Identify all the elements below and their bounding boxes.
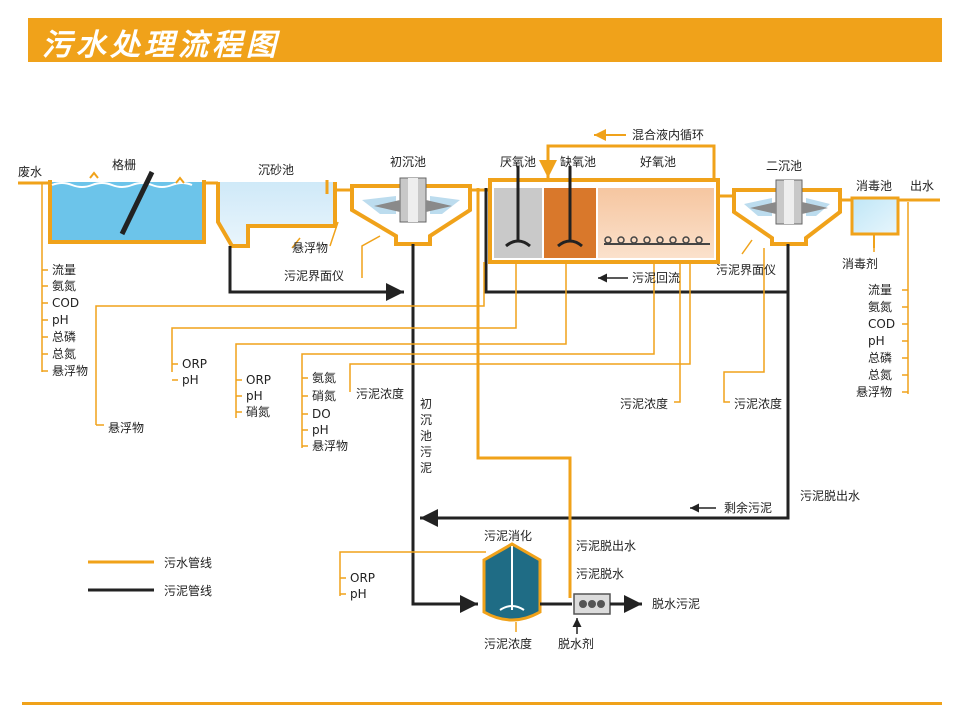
grit-chamber [216,180,337,248]
instrument-leader-lines [41,184,909,632]
label-screen: 格栅 [112,157,136,172]
aerobic-param-list: 氨氮 硝氮 DO pH 悬浮物 [312,370,348,453]
outlet-param: pH [868,334,885,348]
aerobic-param: 硝氮 [312,388,336,403]
inlet-param: 总磷 [52,329,76,344]
label-anaerobic: 厌氧池 [500,155,536,169]
label-anoxic: 缺氧池 [560,154,596,169]
aerobic-param: pH [312,423,329,437]
label-sludge-conc-digester: 污泥浓度 [484,636,532,651]
aerobic-param: DO [312,407,331,421]
label-sludge-return: 污泥回流 [632,271,680,285]
outlet-param: COD [868,317,895,331]
inlet-param: 总氮 [52,346,76,361]
biological-tanks [488,166,720,264]
label-sludge-dewatering: 污泥脱水 [576,566,624,581]
anoxic-param: pH [246,389,263,403]
label-disinfection: 消毒池 [856,179,892,193]
label-suspended-solids-grit: 悬浮物 [292,241,328,255]
anoxic-param: 硝氮 [246,404,270,419]
dewatering-machine [572,593,642,634]
label-sludge-conc-secondary: 污泥浓度 [734,396,782,411]
inlet-param-list: 流量 氨氮 COD pH 总磷 总氮 悬浮物 [52,263,88,378]
inlet-param: 氨氮 [52,278,76,293]
label-mixed-liquor-recycle: 混合液内循环 [632,127,704,142]
aerator-row [604,236,703,244]
anoxic-param-list: ORP pH 硝氮 [246,373,271,419]
secondary-clarifier [732,179,842,246]
outlet-param-list: 流量 氨氮 COD pH 总磷 总氮 悬浮物 [856,283,895,399]
label-grit-chamber: 沉砂池 [258,163,294,177]
anoxic-param: ORP [246,373,271,387]
outlet-param: 总磷 [868,350,892,365]
outlet-param: 总氮 [868,367,892,382]
aerobic-param: 氨氮 [312,370,336,385]
aerobic-param: 悬浮物 [312,439,348,453]
dewater-return-line [476,188,572,598]
label-excess-sludge: 剩余污泥 [724,500,772,515]
disinfection-tank [850,196,900,248]
label-disinfectant: 消毒剂 [842,256,878,271]
label-primary-sludge-char: 泥 [420,461,432,475]
screen-bar [119,170,155,236]
label-sludge-interface-meter: 污泥界面仪 [284,269,344,283]
inlet-param: COD [52,296,79,310]
footer-divider [22,702,942,705]
digester-param: ORP [350,571,375,585]
legend-sewage-label: 污水管线 [164,555,212,570]
internal-recycle-line [539,129,716,180]
primary-clarifier [350,177,472,246]
label-sludge-dewater-water: 污泥脱出水 [800,488,860,503]
inlet-param: 悬浮物 [52,364,88,378]
outlet-param: 流量 [868,283,892,297]
label-sludge-interface-meter-2: 污泥界面仪 [716,263,776,277]
digester-param-list: ORP pH [350,571,375,601]
label-outlet: 出水 [910,179,934,193]
label-primary-sludge-char: 污 [420,445,432,459]
label-sludge-dewater-water-2: 污泥脱出水 [576,538,636,553]
label-primary-sludge: 初 沉 池 污 泥 [420,397,432,475]
label-secondary-clarifier: 二沉池 [766,159,802,173]
outlet-param: 悬浮物 [856,385,892,399]
anaerobic-param-list: ORP pH [182,357,207,387]
label-aerobic: 好氧池 [640,155,676,169]
label-dewatered-sludge: 脱水污泥 [652,596,700,611]
label-sludge-digestion: 污泥消化 [484,529,532,543]
inlet-param: pH [52,313,69,327]
label-dewatering-agent: 脱水剂 [558,636,594,651]
anaerobic-param: pH [182,373,199,387]
labels: 废水 格栅 沉砂池 初沉池 厌氧池 缺氧池 好氧池 二沉池 消毒池 出水 混合液… [18,127,934,651]
label-sludge-conc-return: 污泥浓度 [620,396,668,411]
label-sludge-conc-aerobic: 污泥浓度 [356,386,404,401]
label-primary-sludge-char: 池 [420,429,432,443]
label-primary-sludge-char: 初 [420,397,432,411]
anaerobic-param: ORP [182,357,207,371]
label-primary-clarifier: 初沉池 [390,155,426,169]
label-primary-sludge-char: 沉 [420,413,432,427]
digester-param: pH [350,587,367,601]
page-title: 污水处理流程图 [42,28,280,63]
label-suspended-solids-long: 悬浮物 [108,421,144,435]
header-bar: 污水处理流程图 [28,18,942,63]
legend-sludge-label: 污泥管线 [164,583,212,598]
sludge-digester [482,542,542,622]
outlet-param: 氨氮 [868,299,892,314]
legend: 污水管线 污泥管线 [88,555,212,598]
inlet-param: 流量 [52,263,76,277]
screen-tank [48,170,206,244]
label-waste-water: 废水 [18,164,42,179]
aerobic-zone [598,188,714,258]
